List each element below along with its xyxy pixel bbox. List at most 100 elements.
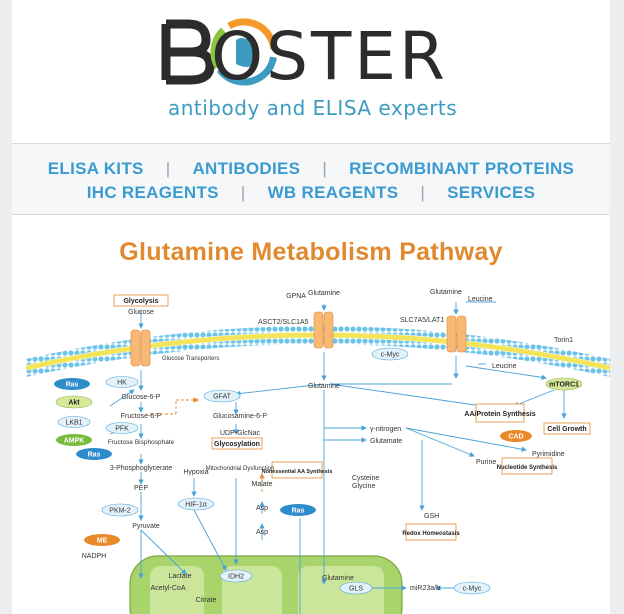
nav-ihc-reagents[interactable]: IHC REAGENTS	[86, 183, 219, 202]
label-pyrimidine: Pyrimidine	[532, 451, 565, 458]
label-glutamine-top-2: Glutamine	[430, 289, 462, 296]
label-leucine-top: Leucine	[468, 296, 493, 303]
label-glutamine-top: Glutamine	[308, 290, 340, 297]
svg-text:GFAT: GFAT	[213, 394, 231, 401]
svg-text:Ras: Ras	[292, 508, 305, 515]
label-glutamine-mid: Glutamine	[308, 383, 340, 390]
label-gamma-nitrogen: γ-nitrogen	[370, 426, 401, 433]
oval-me: ME	[84, 534, 120, 546]
outcome-box-nonessential: Nonessential AA Synthesis	[262, 461, 333, 479]
svg-text:Cell Growth: Cell Growth	[547, 426, 586, 433]
svg-text:Akt: Akt	[68, 400, 80, 407]
svg-text:AA/Protein Synthesis: AA/Protein Synthesis	[464, 411, 535, 418]
label-fructose-6p: Fructose-6-P	[121, 413, 162, 420]
transporter-asct2	[313, 311, 334, 349]
label-asp-1: Asp	[256, 505, 268, 512]
nav-separator: |	[165, 159, 171, 178]
label-glutamine-mito: Glutamine	[322, 575, 354, 582]
label-glycine: Glycine	[352, 483, 375, 490]
label-citrate: Citrate	[196, 597, 217, 604]
logo[interactable]: BOSTER antibody and ELISA experts	[12, 0, 610, 142]
svg-text:Glycolysis: Glycolysis	[123, 298, 158, 305]
svg-text:HIF-1α: HIF-1α	[185, 502, 207, 509]
label-gsh: GSH	[424, 513, 439, 520]
oval-ras: Ras	[54, 378, 90, 390]
nav-elisa-kits[interactable]: ELISA KITS	[47, 159, 144, 178]
svg-text:mTORC1: mTORC1	[549, 382, 579, 389]
oval-ras-3: Ras	[280, 504, 316, 516]
oval-pkm2: PKM-2	[101, 503, 139, 517]
svg-text:c-Myc: c-Myc	[463, 586, 482, 593]
transporter-glucose	[130, 329, 151, 367]
label-udp-glcnac: UDP-GlcNac	[220, 430, 261, 437]
label-purine: Purine	[476, 459, 496, 466]
svg-text:HK: HK	[117, 380, 127, 387]
svg-text:Redox Homeostasis: Redox Homeostasis	[402, 531, 460, 537]
svg-text:LKB1: LKB1	[65, 420, 82, 427]
logo-b-icon	[161, 18, 278, 86]
label-asct2: ASCT2/SLC1A5	[258, 319, 309, 326]
label-3-phosphoglycerate: 3-Phosphoglycerate	[110, 465, 172, 472]
label-glucose: Glucose	[128, 309, 154, 316]
label-nadph: NADPH	[82, 553, 107, 560]
oval-hk: HK	[105, 376, 139, 388]
label-malate: Malate	[251, 481, 272, 488]
label-pep: PEP	[134, 485, 148, 492]
oval-cmyc: c-Myc	[371, 347, 409, 361]
oval-gls: GLS	[339, 581, 373, 595]
outcome-box-glycolysis: Glycolysis	[113, 294, 169, 307]
label-fructose-bisphosphate: Fructose Bisphosphate	[108, 439, 175, 446]
label-gpna: GPNA	[286, 293, 306, 300]
label-slc7a5: SLC7A5/LAT1	[400, 317, 444, 324]
svg-text:IDH2: IDH2	[228, 574, 244, 581]
svg-text:AMPK: AMPK	[64, 438, 85, 445]
nav-services[interactable]: SERVICES	[447, 183, 536, 202]
pathway-diagram: Glycolysis AA/Protein Synthesis Cell Gro…	[26, 289, 610, 614]
nav-recombinant-proteins[interactable]: RECOMBINANT PROTEINS	[349, 159, 575, 178]
metabolite-labels: Glucose GPNA Glutamine Glutamine Leucine…	[82, 289, 573, 604]
oval-idh2: IDH2	[219, 569, 253, 583]
svg-text:PKM-2: PKM-2	[109, 508, 131, 515]
svg-text:Nucleotide Synthesis: Nucleotide Synthesis	[497, 465, 558, 471]
label-mitochondrial-dysfunction: Mitochondrial Dysfunction	[206, 466, 275, 472]
oval-lkb1: LKB1	[57, 416, 91, 428]
outcome-box-cell-growth: Cell Growth	[543, 422, 591, 435]
transporter-lat1	[446, 315, 467, 353]
label-glucosamine-6p: Glucosamine-6-P	[213, 413, 267, 420]
svg-text:CAD: CAD	[508, 434, 523, 441]
label-leucine-mid: Leucine	[492, 363, 517, 370]
label-glucose-transporters: Glucose Transporters	[162, 356, 219, 362]
pathway-arrows	[109, 301, 567, 614]
label-cysteine: Cysteine	[352, 475, 379, 482]
svg-text:PFK: PFK	[115, 426, 129, 433]
oval-ras-2: Ras	[76, 448, 112, 460]
outcome-box-glycosylation: Glycosylation	[211, 437, 263, 450]
oval-akt: Akt	[55, 395, 93, 409]
label-pyruvate: Pyruvate	[132, 523, 160, 530]
nav-separator: |	[420, 183, 426, 202]
label-mir23: miR23a/b	[410, 585, 440, 592]
oval-cmyc-2: c-Myc	[453, 581, 491, 595]
pathway-dashed-arrows	[150, 397, 265, 492]
page-card: BOSTER antibody and ELISA experts ELISA …	[12, 0, 610, 614]
svg-text:Glycosylation: Glycosylation	[214, 441, 260, 448]
svg-text:Nonessential AA Synthesis: Nonessential AA Synthesis	[262, 469, 333, 475]
svg-text:Ras: Ras	[88, 452, 101, 459]
nav-row-1: ELISA KITS | ANTIBODIES | RECOMBINANT PR…	[12, 159, 610, 179]
label-hypoxia: Hypoxia	[183, 469, 208, 476]
outcome-box-nucleotide: Nucleotide Synthesis	[497, 457, 558, 475]
main-nav: ELISA KITS | ANTIBODIES | RECOMBINANT PR…	[12, 143, 610, 215]
oval-pfk: PFK	[105, 422, 139, 434]
outcome-box-aa-protein: AA/Protein Synthesis	[464, 403, 536, 423]
oval-mtorc1: mTORC1	[545, 377, 583, 391]
logo-wordmark: BOSTER	[164, 18, 448, 95]
nav-wb-reagents[interactable]: WB REAGENTS	[267, 183, 399, 202]
nav-antibodies[interactable]: ANTIBODIES	[192, 159, 301, 178]
label-glutamate: Glutamate	[370, 438, 402, 445]
nav-separator: |	[240, 183, 246, 202]
label-lactate: Lactate	[169, 573, 192, 580]
nav-row-2: IHC REAGENTS | WB REAGENTS | SERVICES	[12, 183, 610, 203]
oval-cad: CAD	[500, 430, 532, 442]
oval-gfat: GFAT	[203, 389, 241, 403]
nav-separator: |	[322, 159, 328, 178]
